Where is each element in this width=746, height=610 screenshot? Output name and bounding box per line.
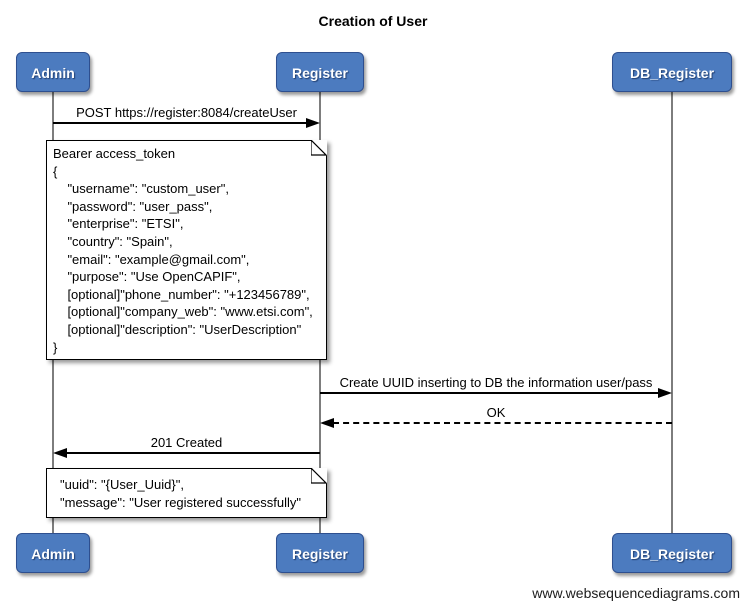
note-response-body-text: "uuid": "{User_Uuid}", "message": "User … (60, 477, 301, 510)
note-request-body: Bearer access_token { "username": "custo… (46, 140, 327, 360)
message-line-201-created (66, 452, 320, 454)
message-label-create-uuid: Create UUID inserting to DB the informat… (339, 375, 653, 390)
note-fold-icon (311, 468, 327, 484)
actor-register-bottom: Register (276, 533, 364, 573)
actor-admin-bottom: Admin (16, 533, 90, 573)
arrowhead-right-icon (306, 118, 320, 128)
message-label-ok: OK (486, 405, 506, 420)
actor-register-top: Register (276, 52, 364, 92)
message-line-ok (333, 422, 672, 424)
lifeline-db-register (671, 92, 673, 534)
note-response-body: "uuid": "{User_Uuid}", "message": "User … (46, 468, 327, 518)
message-label-201-created: 201 Created (150, 435, 223, 450)
arrowhead-right-icon (658, 388, 672, 398)
message-line-create-user (53, 122, 307, 124)
arrowhead-left-icon (320, 418, 334, 428)
actor-db-register-bottom: DB_Register (612, 533, 732, 573)
note-fold-icon (311, 140, 327, 156)
message-label-create-user: POST https://register:8084/createUser (76, 105, 297, 120)
watermark: www.websequencediagrams.com (532, 585, 740, 601)
message-line-create-uuid (320, 392, 660, 394)
arrowhead-left-icon (53, 448, 67, 458)
actor-db-register-top: DB_Register (612, 52, 732, 92)
note-request-body-text: Bearer access_token { "username": "custo… (53, 146, 313, 355)
diagram-title: Creation of User (318, 13, 428, 29)
actor-admin-top: Admin (16, 52, 90, 92)
